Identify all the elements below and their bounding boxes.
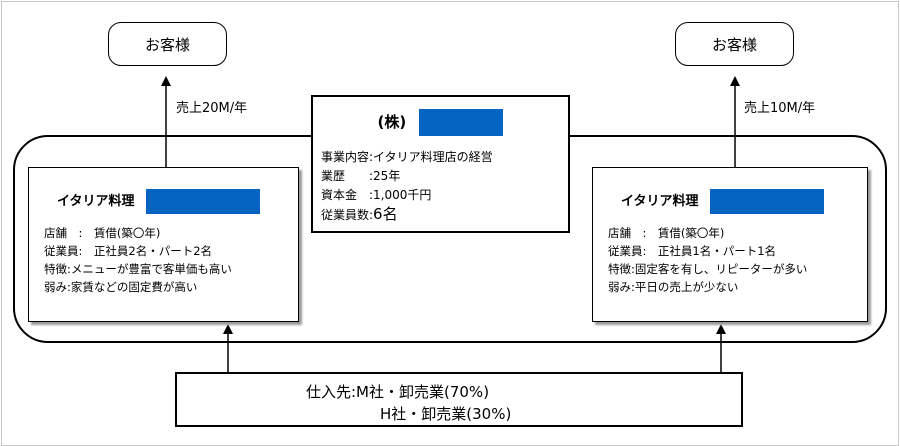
- company-years: 業歴 :25年: [321, 169, 401, 183]
- sales-label-right: 売上10M/年: [744, 101, 816, 116]
- company-employees: 従業員数:6名: [321, 205, 493, 225]
- company-details: 事業内容:イタリア料理店の経営 業歴 :25年 資本金 :1,000千円 従業員…: [321, 148, 493, 225]
- shop-title-row-right: イタリア料理: [621, 189, 825, 214]
- shop-box-right: イタリア料理 店舗 : 賃借(築〇年) 従業員: 正社員1名・パート1名 特徴:…: [592, 167, 868, 322]
- shop-staff-right: 従業員: 正社員1名・パート1名: [608, 244, 777, 258]
- redacted-shop-name-right: [710, 189, 825, 214]
- supplier-line-2: H社・卸売業(30%): [380, 405, 512, 423]
- customer-box-left: お客様: [108, 22, 227, 66]
- shop-details-left: 店舗 : 賃借(築〇年) 従業員: 正社員2名・パート2名 特徴:メニューが豊富…: [44, 224, 232, 296]
- shop-title-right: イタリア料理: [621, 194, 699, 209]
- company-business: 事業内容:イタリア料理店の経営: [321, 150, 493, 164]
- shop-feature-left: 特徴:メニューが豊富で客単価も高い: [44, 262, 232, 276]
- company-employees-value: 6名: [373, 205, 398, 223]
- sales-label-left: 売上20M/年: [176, 101, 248, 116]
- customer-label-right: お客様: [711, 35, 757, 54]
- company-capital: 資本金 :1,000千円: [321, 188, 432, 202]
- redacted-shop-name-left: [146, 189, 261, 214]
- company-title: (株): [377, 113, 407, 131]
- supplier-line-1: 仕入先:M社・卸売業(70%): [306, 383, 490, 401]
- supplier-box: 仕入先:M社・卸売業(70%) H社・卸売業(30%): [175, 372, 743, 427]
- shop-staff-left: 従業員: 正社員2名・パート2名: [44, 244, 213, 258]
- shop-store-left: 店舗 : 賃借(築〇年): [44, 226, 161, 240]
- shop-store-right: 店舗 : 賃借(築〇年): [608, 226, 725, 240]
- redacted-company-name: [419, 109, 504, 136]
- shop-weakness-right: 弱み:平日の売上が少ない: [608, 280, 739, 294]
- shop-title-left: イタリア料理: [57, 194, 135, 209]
- customer-box-right: お客様: [675, 22, 794, 66]
- company-header: (株): [313, 109, 568, 136]
- shop-feature-right: 特徴:固定客を有し、リピーターが多い: [608, 262, 808, 276]
- shop-details-right: 店舗 : 賃借(築〇年) 従業員: 正社員1名・パート1名 特徴:固定客を有し、…: [608, 224, 807, 296]
- shop-title-row-left: イタリア料理: [57, 189, 261, 214]
- shop-weakness-left: 弱み:家賃などの固定費が高い: [44, 280, 198, 294]
- company-box: (株) 事業内容:イタリア料理店の経営 業歴 :25年 資本金 :1,000千円…: [311, 95, 570, 233]
- customer-label-left: お客様: [144, 35, 190, 54]
- shop-box-left: イタリア料理 店舗 : 賃借(築〇年) 従業員: 正社員2名・パート2名 特徴:…: [28, 167, 299, 322]
- company-employees-label: 従業員数:: [321, 208, 374, 222]
